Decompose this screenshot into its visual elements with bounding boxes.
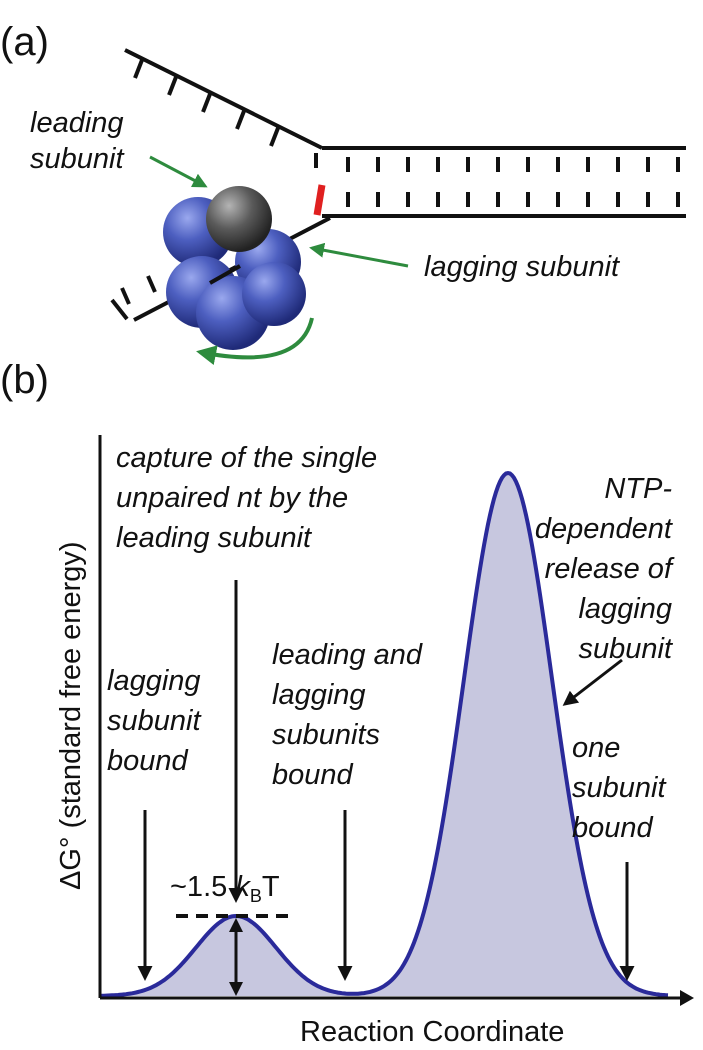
- lagging-bound-line2: subunit: [107, 705, 202, 737]
- panel-a-annotations: leading subunit lagging subunit: [30, 107, 621, 365]
- leading-arrow: [149, 155, 208, 188]
- lagging-bound-line3: bound: [107, 745, 189, 777]
- ntp-arrow: [562, 658, 623, 706]
- ntp-line4: lagging: [578, 593, 672, 625]
- lagging-label: lagging subunit: [424, 251, 621, 283]
- both-bound-annotation: leading and lagging subunits bound: [272, 639, 423, 981]
- both-bound-line3: subunits: [272, 719, 380, 751]
- capture-line1: capture of the single: [116, 442, 377, 474]
- lagging-bound-line1: lagging: [107, 665, 201, 697]
- dna-fork: [110, 48, 686, 322]
- capture-annotation: capture of the single unpaired nt by the…: [116, 442, 377, 903]
- one-bound-line3: bound: [572, 812, 654, 844]
- duplex-base-pairs: [346, 157, 680, 207]
- ntp-line1: NTP-: [604, 473, 672, 505]
- axes: [98, 435, 694, 1006]
- lower-strand-ticks: [110, 275, 157, 321]
- capture-line3: leading subunit: [116, 522, 313, 554]
- one-bound-annotation: one subunit bound: [572, 732, 667, 981]
- barrier-label: ~1.5 kBT: [170, 871, 280, 906]
- subunit-sphere: [242, 262, 306, 326]
- upper-strand-ticks: [133, 59, 318, 168]
- y-axis-label: ΔG° (standard free energy): [55, 541, 87, 890]
- one-bound-line1: one: [572, 732, 620, 764]
- leading-label-line2: subunit: [30, 143, 125, 175]
- leading-label-line1: leading: [30, 107, 124, 139]
- barrier-marker: ~1.5 kBT: [170, 871, 292, 996]
- x-axis-label: Reaction Coordinate: [300, 1016, 564, 1048]
- x-axis-arrowhead: [680, 990, 694, 1006]
- energy-profile-curve: [99, 470, 669, 998]
- rotation-arrow: [196, 317, 314, 365]
- one-bound-line2: subunit: [572, 772, 667, 804]
- capture-line2: unpaired nt by the: [116, 482, 348, 514]
- lagging-bound-annotation: lagging subunit bound: [107, 665, 202, 981]
- unpaired-nt: [313, 184, 326, 216]
- both-bound-line1: leading and: [272, 639, 423, 671]
- ntp-line5: subunit: [578, 633, 673, 665]
- panel-a-label: (a): [0, 20, 49, 64]
- panel-b-label: (b): [0, 358, 49, 402]
- ntp-line3: release of: [545, 553, 675, 585]
- both-bound-line2: lagging: [272, 679, 366, 711]
- leading-subunit-sphere: [206, 186, 272, 252]
- helicase-hexamer: [163, 186, 306, 350]
- energy-profile-fill: [100, 473, 668, 996]
- ntp-line2: dependent: [535, 513, 674, 545]
- both-bound-line4: bound: [272, 759, 354, 791]
- ntp-release-annotation: NTP- dependent release of lagging subuni…: [535, 473, 675, 706]
- lagging-arrow: [309, 242, 409, 268]
